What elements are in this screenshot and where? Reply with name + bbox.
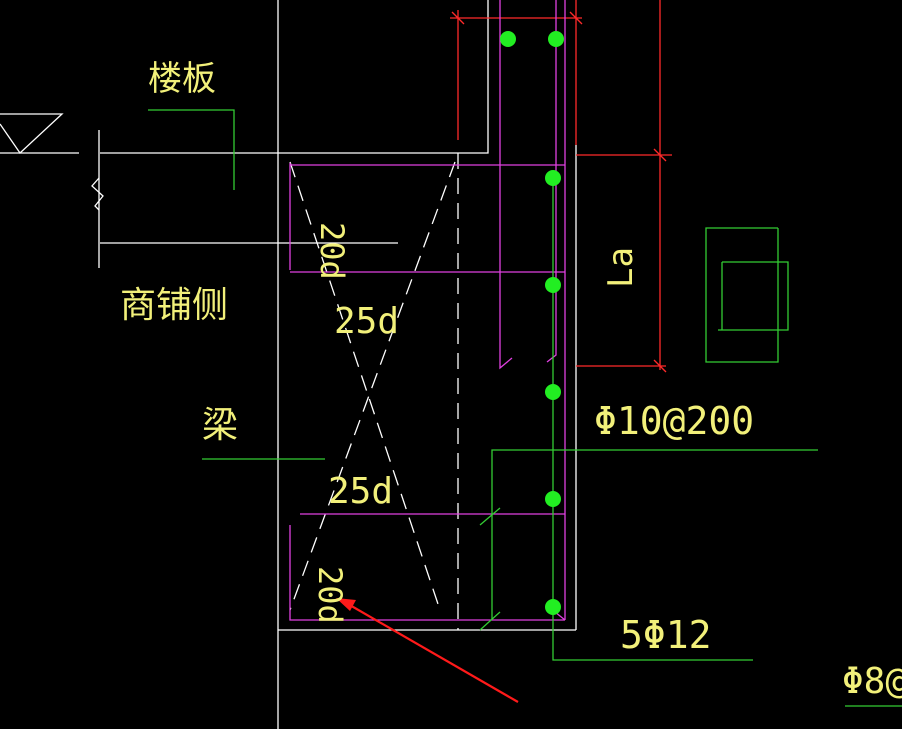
rebar-dot-3: [545, 384, 561, 400]
concrete-outline: [0, 0, 577, 729]
label-la: La: [601, 247, 641, 288]
rebar-dot-4: [545, 491, 561, 507]
label-20d-top: 20d: [313, 222, 351, 280]
label-shop-side: 商铺侧: [120, 285, 229, 326]
dimension-lines: [450, 0, 672, 373]
rebar-dot-top-1: [500, 31, 516, 47]
label-beam: 梁: [202, 405, 239, 446]
rebar-dot-1: [545, 170, 561, 186]
red-pointer-arrow-icon: [336, 598, 519, 703]
leader-lines: [148, 109, 902, 707]
label-edge-bar: Φ8@: [842, 661, 902, 702]
label-25d-lower: 25d: [328, 471, 394, 512]
elevation-symbol: [0, 113, 64, 154]
rebar-lines: [289, 0, 566, 621]
label-bottom-bars: 5Φ12: [620, 613, 712, 657]
label-20d-bottom: 20d: [311, 566, 349, 624]
rebar-dots: [500, 31, 564, 615]
dashed-guides: [289, 153, 459, 630]
label-slab: 楼板: [148, 59, 216, 99]
label-stirrup: Φ10@200: [594, 399, 755, 443]
rebar-dot-2: [545, 277, 561, 293]
rebar-dot-5: [545, 599, 561, 615]
label-25d-upper: 25d: [334, 301, 400, 342]
rebar-dot-top-2: [548, 31, 564, 47]
